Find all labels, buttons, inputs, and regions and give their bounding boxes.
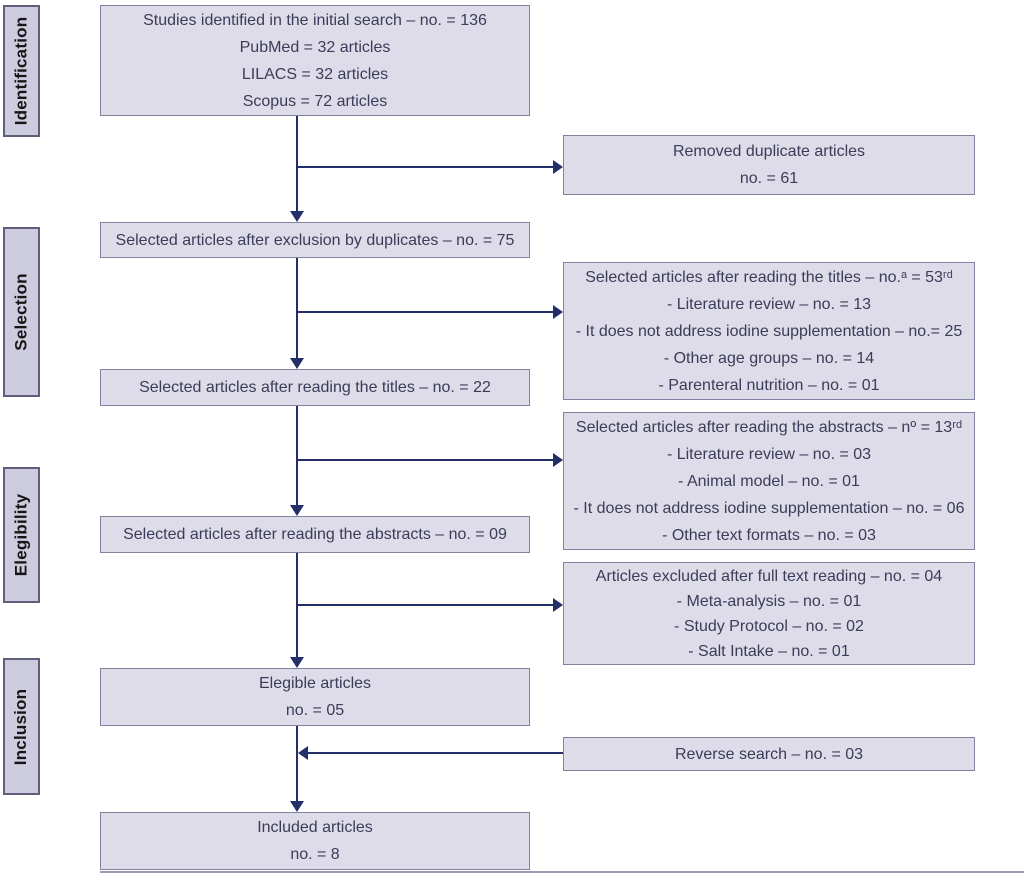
arrowhead-right-icon — [553, 453, 563, 467]
text-line: Included articles — [257, 819, 373, 836]
arrowhead-down-icon — [290, 505, 304, 516]
branch-to-fulltext-exclusions — [296, 604, 553, 606]
box-after-abstracts: Selected articles after reading the abst… — [100, 516, 530, 553]
box-reverse-search: Reverse search – no. = 03 — [563, 737, 975, 771]
arrowhead-down-icon — [290, 211, 304, 222]
text-line: Studies identified in the initial search… — [143, 11, 487, 29]
box-after-duplicates: Selected articles after exclusion by dup… — [100, 222, 530, 258]
text-line: no. = 05 — [285, 702, 345, 719]
text-line: - Salt Intake – no. = 01 — [688, 642, 850, 660]
text-line: - Parenteral nutrition – no. = 01 — [658, 376, 880, 394]
box-removed-duplicates: Removed duplicate articles no. = 61 — [563, 135, 975, 195]
stage-inclusion: Inclusion — [3, 658, 40, 795]
text-line: - Other text formats – no. = 03 — [662, 526, 876, 544]
text-line: Removed duplicate articles — [672, 143, 866, 160]
flow-line-initial-to-duplicates — [296, 116, 298, 212]
text-line: - Literature review – no. = 13 — [666, 295, 872, 313]
flow-line-titles-to-abstracts — [296, 406, 298, 506]
text-line: - Animal model – no. = 01 — [678, 472, 860, 490]
arrowhead-down-icon — [290, 358, 304, 369]
stage-label-identification: Identification — [11, 16, 31, 126]
box-eligible-articles: Elegible articles no. = 05 — [100, 668, 530, 726]
box-included-articles: Included articles no. = 8 — [100, 812, 530, 870]
branch-to-abstracts-exclusions — [296, 459, 553, 461]
stage-label-elegibility: Elegibility — [11, 493, 31, 577]
text-line: no. = 8 — [290, 846, 340, 863]
arrowhead-right-icon — [553, 305, 563, 319]
text-line: - It does not address iodine supplementa… — [575, 322, 963, 340]
arrowhead-left-icon — [298, 746, 308, 760]
text-line: - Literature review – no. = 03 — [666, 445, 872, 463]
text-line: Elegible articles — [258, 675, 372, 692]
branch-to-removed-duplicates — [296, 166, 553, 168]
box-titles-exclusions: Selected articles after reading the titl… — [563, 262, 975, 400]
arrowhead-right-icon — [553, 160, 563, 174]
text-line: - Meta-analysis – no. = 01 — [676, 592, 862, 610]
stage-selection: Selection — [3, 227, 40, 397]
text-line: - It does not address iodine supplementa… — [573, 499, 965, 517]
text-line: LILACS = 32 articles — [241, 65, 389, 83]
text-line: Selected articles after reading the titl… — [139, 379, 491, 396]
text-line: - Other age groups – no. = 14 — [663, 349, 875, 367]
text-line: Selected articles after reading the titl… — [585, 268, 953, 286]
stage-label-inclusion: Inclusion — [11, 688, 31, 765]
stage-label-selection: Selection — [11, 273, 31, 351]
text-line: Selected articles after exclusion by dup… — [115, 231, 515, 249]
box-initial-search: Studies identified in the initial search… — [100, 5, 530, 116]
branch-from-reverse-search — [308, 752, 563, 754]
flow-line-duplicates-to-titles — [296, 258, 298, 359]
text-line: PubMed = 32 articles — [239, 38, 391, 56]
stage-elegibility: Elegibility — [3, 467, 40, 603]
arrowhead-down-icon — [290, 801, 304, 812]
box-abstracts-exclusions: Selected articles after reading the abst… — [563, 412, 975, 550]
text-line: - Study Protocol – no. = 02 — [674, 617, 864, 635]
text-line: Selected articles after reading the abst… — [575, 418, 963, 436]
arrowhead-down-icon — [290, 657, 304, 668]
text-line: Reverse search – no. = 03 — [674, 745, 864, 763]
flow-line-eligible-to-included — [296, 726, 298, 802]
arrowhead-right-icon — [553, 598, 563, 612]
text-line: Scopus = 72 articles — [242, 92, 388, 110]
text-line: Selected articles after reading the abst… — [123, 526, 507, 543]
text-line: no. = 61 — [739, 170, 799, 187]
stage-identification: Identification — [3, 5, 40, 137]
branch-to-titles-exclusions — [296, 311, 553, 313]
text-line: Articles excluded after full text readin… — [595, 567, 943, 585]
figure-bottom-rule — [100, 871, 1024, 873]
box-after-titles: Selected articles after reading the titl… — [100, 369, 530, 406]
box-fulltext-exclusions: Articles excluded after full text readin… — [563, 562, 975, 665]
